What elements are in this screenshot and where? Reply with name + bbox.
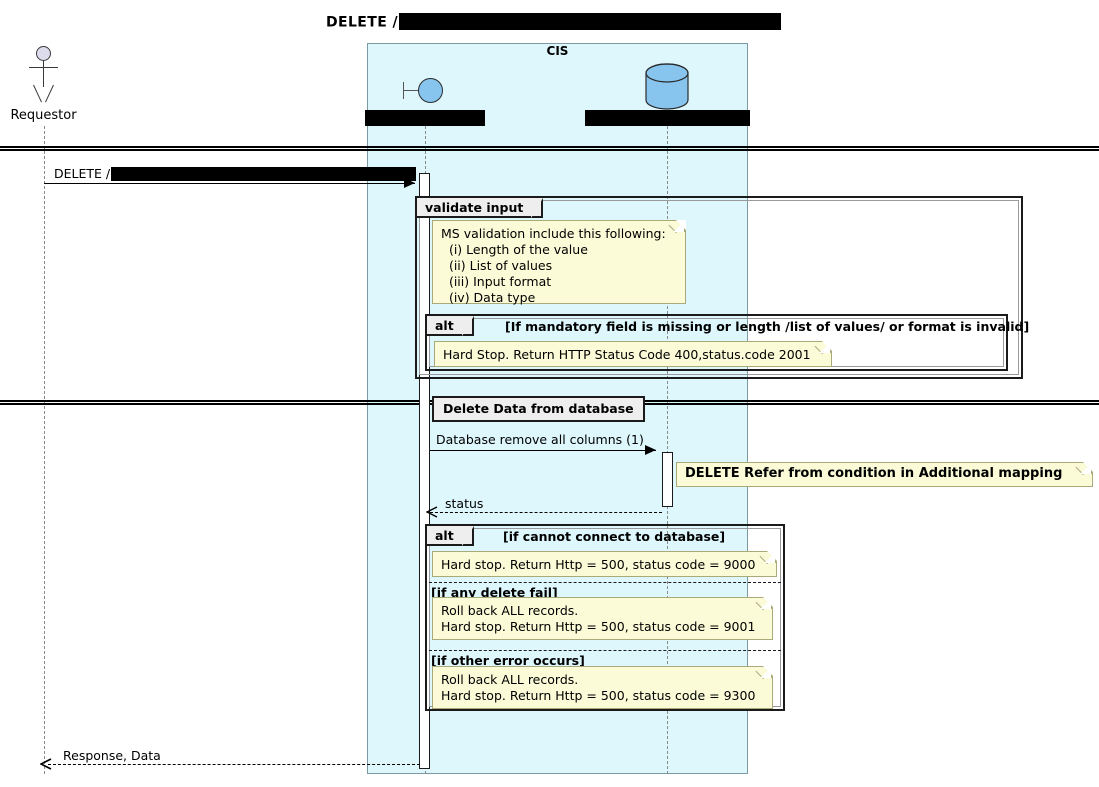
frame-tab-notch-icon: [541, 198, 556, 220]
note-error-9300: Roll back ALL records. Hard stop. Return…: [432, 666, 773, 709]
boundary-interface-icon: [418, 78, 443, 103]
diagram-title: DELETE /: [326, 13, 781, 31]
actor-right-leg-icon: [45, 84, 54, 103]
frame-alt-error-handling: alt [if cannot connect to database] [if …: [425, 524, 785, 711]
note-hard-stop-400: Hard Stop. Return HTTP Status Code 400,s…: [434, 341, 832, 367]
frame-tab-validate-input: validate input: [417, 198, 556, 220]
note-folded-corner-icon: [673, 221, 685, 232]
section-divider-delete-data: Delete Data from database: [432, 396, 645, 422]
message-label-status: status: [445, 496, 484, 511]
note-validation-rules: MS validation include this following: (i…: [432, 220, 686, 305]
frame-tab-label-alt2: alt: [435, 527, 454, 543]
redacted-message-path: [111, 166, 417, 181]
note-folded-corner-icon-refer: [1080, 463, 1092, 474]
frame-tab-alt1: alt: [427, 316, 486, 338]
message-label-response-data: Response, Data: [63, 748, 161, 763]
message-line-response-data: [48, 764, 420, 765]
activation-bar-participant-1: [419, 173, 430, 769]
message-arrowhead-status: [426, 506, 438, 518]
message-label-database-remove: Database remove all columns (1): [436, 432, 644, 447]
note-error-9001: Roll back ALL records. Hard stop. Return…: [432, 597, 773, 640]
frame-tab-notch-icon-alt2: [471, 526, 486, 548]
frame-tab-label-validate: validate input: [425, 199, 524, 215]
separator-line-top: [0, 146, 1099, 151]
message-label-delete-prefix: DELETE /: [54, 166, 111, 181]
frame-condition-alt2-branch-3: [if other error occurs]: [431, 653, 585, 668]
message-line-status: [430, 512, 662, 513]
message-arrowhead-response-data: [40, 758, 52, 770]
note-folded-corner-icon-9300: [760, 667, 772, 678]
note-folded-corner-icon-9000: [764, 552, 776, 563]
actor-left-leg-icon: [33, 84, 42, 103]
diagram-title-text: DELETE /: [326, 14, 398, 31]
frame-branch-divider-1: [429, 582, 781, 583]
note-folded-corner-icon-400: [819, 342, 831, 353]
actor-body-icon: [43, 61, 44, 87]
frame-tab-label-alt1: alt: [435, 317, 454, 333]
actor-arms-icon: [29, 67, 58, 68]
redacted-participant-label-1: [365, 110, 485, 126]
participant-group-label: CIS: [546, 44, 569, 58]
note-folded-corner-icon-9001: [760, 598, 772, 609]
lifeline-participant-2: [667, 126, 668, 774]
redacted-title-path: [398, 13, 781, 30]
message-line-database-remove: [430, 450, 656, 451]
message-arrowhead-delete-request: [404, 178, 415, 188]
message-label-delete-request: DELETE /: [54, 166, 417, 182]
frame-condition-alt1: [If mandatory field is missing or length…: [505, 319, 1030, 334]
redacted-participant-label-2: [585, 110, 750, 126]
frame-tab-notch-icon-alt1: [471, 316, 486, 338]
actor-head-icon: [36, 46, 51, 61]
note-error-9000: Hard stop. Return Http = 500, status cod…: [432, 551, 777, 577]
lifeline-actor: [44, 126, 45, 774]
database-cylinder-icon: [645, 63, 689, 110]
frame-tab-alt2: alt: [427, 526, 486, 548]
note-delete-refer-condition: DELETE Refer from condition in Additiona…: [676, 462, 1093, 487]
activation-bar-participant-2: [662, 452, 673, 507]
frame-branch-divider-2: [429, 650, 781, 651]
frame-condition-alt2-branch-1: [if cannot connect to database]: [503, 529, 726, 544]
note-delete-refer-text: DELETE Refer from condition in Additiona…: [685, 466, 1063, 481]
actor-label-requestor: Requestor: [10, 108, 77, 123]
boundary-icon-stem: [403, 90, 419, 91]
message-line-delete-request: [44, 183, 415, 184]
message-arrowhead-database-remove: [645, 445, 656, 455]
